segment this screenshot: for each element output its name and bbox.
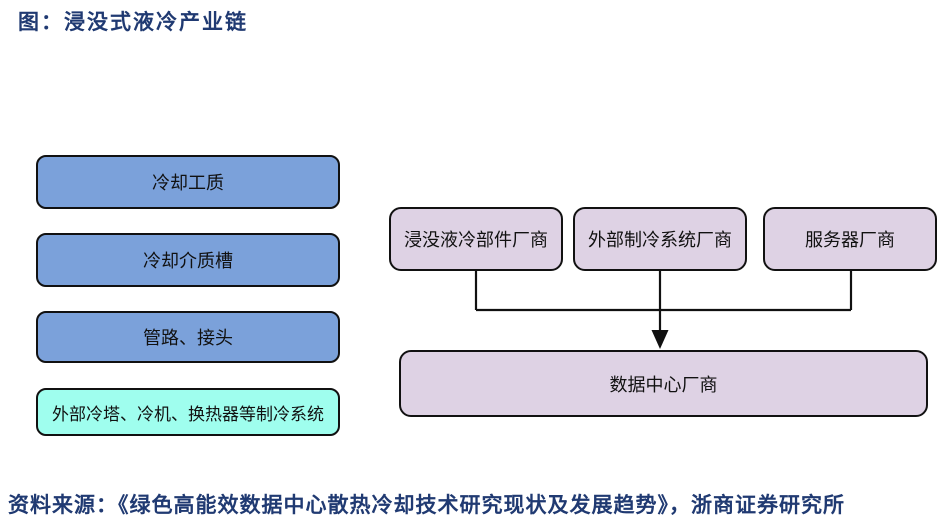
component-box-cooling-medium: 冷却工质 [36, 155, 340, 209]
figure-title: 图：浸没式液冷产业链 [18, 11, 248, 34]
supplier-label: 浸没液冷部件厂商 [404, 230, 548, 250]
source-attribution: 资料来源：《绿色高能效数据中心散热冷却技术研究现状及发展趋势》，浙商证券研究所 [8, 494, 845, 517]
target-box-data-center-vendor: 数据中心厂商 [399, 350, 928, 417]
supplier-box-server-vendor: 服务器厂商 [763, 207, 937, 271]
component-box-external-cooling-system: 外部冷塔、冷机、换热器等制冷系统 [36, 388, 340, 436]
component-label: 外部冷塔、冷机、换热器等制冷系统 [52, 404, 324, 424]
supplier-box-external-refrigeration-system: 外部制冷系统厂商 [573, 207, 747, 271]
component-box-pipes-joints: 管路、接头 [36, 311, 340, 363]
component-box-cooling-medium-tank: 冷却介质槽 [36, 233, 340, 287]
component-label: 冷却介质槽 [143, 251, 233, 271]
target-label: 数据中心厂商 [609, 374, 718, 395]
component-label: 管路、接头 [143, 328, 233, 348]
supplier-label: 外部制冷系统厂商 [588, 230, 732, 250]
supplier-label: 服务器厂商 [805, 230, 895, 250]
arrow-down-icon [651, 330, 669, 349]
component-label: 冷却工质 [152, 173, 224, 193]
supplier-box-immersion-cooling-parts: 浸没液冷部件厂商 [389, 207, 563, 271]
